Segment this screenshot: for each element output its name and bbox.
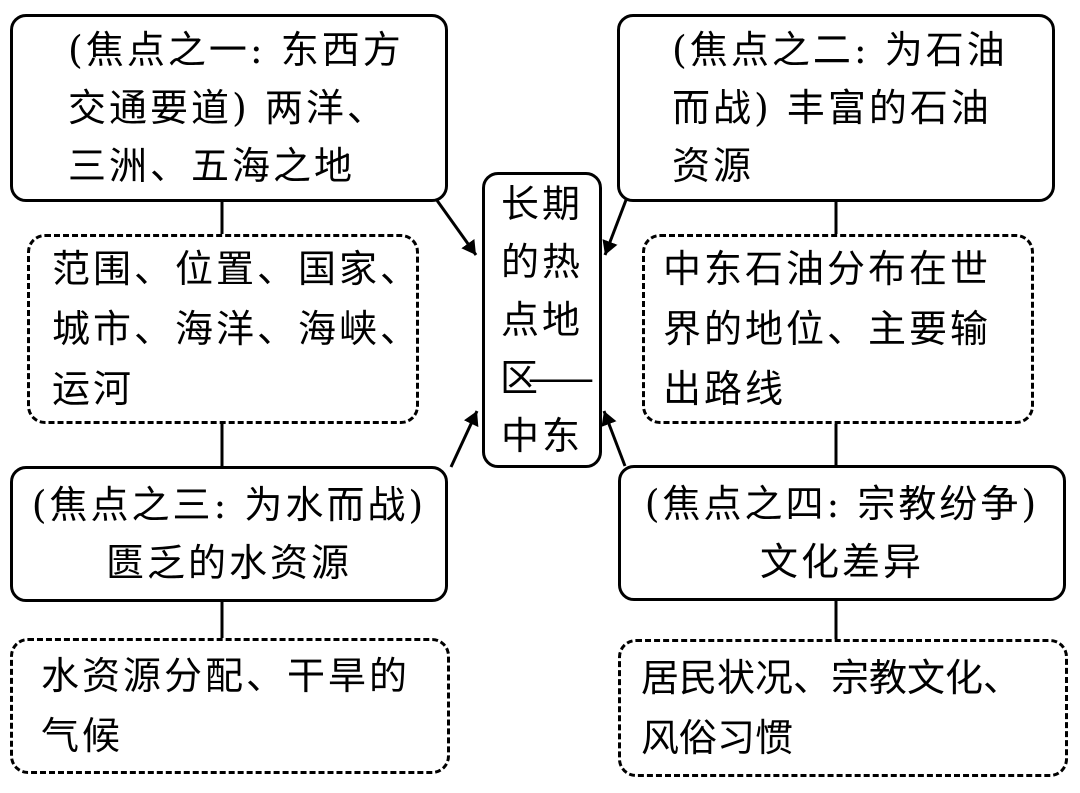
detail-box-1-geography: 范围、位置、国家、 城市、海洋、海峡、 运河 bbox=[27, 234, 419, 424]
focus-box-1-line: (焦点之一: 东西方 bbox=[68, 28, 404, 72]
focus-box-2-line: (焦点之二: 为石油 bbox=[672, 28, 1008, 72]
focus-box-4-line: (焦点之四: 宗教纷争) bbox=[644, 482, 1040, 526]
detail-box-2-line: 出路线 bbox=[663, 367, 787, 411]
focus-box-1-line: 交通要道) 两洋、 bbox=[68, 86, 388, 130]
detail-box-3-water-climate: 水资源分配、干旱的 气候 bbox=[10, 638, 450, 774]
detail-box-4-line: 风俗习惯 bbox=[641, 716, 794, 760]
detail-box-2-line: 界的地位、主要输 bbox=[663, 307, 992, 351]
detail-box-3-line: 水资源分配、干旱的 bbox=[41, 654, 411, 698]
arrow-focus4-to-center bbox=[601, 410, 627, 467]
arrow-focus1-to-center bbox=[434, 198, 478, 256]
detail-box-1-line: 范围、位置、国家、 bbox=[52, 247, 422, 291]
detail-box-1-line: 运河 bbox=[52, 367, 135, 411]
detail-box-1-line: 城市、海洋、海峡、 bbox=[52, 307, 422, 351]
detail-box-4-line: 居民状况、宗教文化、 bbox=[641, 656, 1022, 700]
focus-box-1-transport-crossroads: (焦点之一: 东西方 交通要道) 两洋、 三洲、五海之地 bbox=[10, 14, 448, 202]
focus-box-2-line: 而战) 丰富的石油 bbox=[672, 86, 992, 130]
focus-box-2-line: 资源 bbox=[672, 144, 755, 188]
detail-box-4-culture-customs: 居民状况、宗教文化、 风俗习惯 bbox=[618, 639, 1068, 777]
detail-box-3-line: 气候 bbox=[41, 714, 124, 758]
detail-box-2-line: 中东石油分布在世 bbox=[663, 247, 992, 291]
arrow-focus2-to-center bbox=[602, 199, 628, 256]
focus-box-3-water-scarcity: (焦点之三: 为水而战) 匮乏的水资源 bbox=[10, 466, 448, 602]
center-box-line: 中东 bbox=[500, 414, 583, 458]
focus-box-4-cultural-differences: (焦点之四: 宗教纷争) 文化差异 bbox=[618, 465, 1066, 601]
focus-box-3-line: (焦点之三: 为水而战) bbox=[31, 483, 427, 527]
arrow-focus3-to-center bbox=[449, 410, 479, 468]
focus-box-1-line: 三洲、五海之地 bbox=[68, 144, 356, 188]
detail-box-2-oil-distribution: 中东石油分布在世 界的地位、主要输 出路线 bbox=[642, 234, 1034, 424]
focus-box-4-line: 文化差异 bbox=[759, 540, 924, 584]
center-box-line: 点地 bbox=[500, 298, 583, 342]
focus-box-2-oil-resources: (焦点之二: 为石油 而战) 丰富的石油 资源 bbox=[617, 14, 1055, 202]
center-box-middle-east: 长期 的热 点地 区—— 中东 bbox=[482, 172, 602, 468]
center-box-line: 区—— bbox=[499, 356, 594, 400]
focus-box-3-line: 匮乏的水资源 bbox=[105, 541, 352, 585]
center-box-line: 的热 bbox=[500, 240, 583, 284]
center-box-line: 长期 bbox=[500, 182, 583, 226]
